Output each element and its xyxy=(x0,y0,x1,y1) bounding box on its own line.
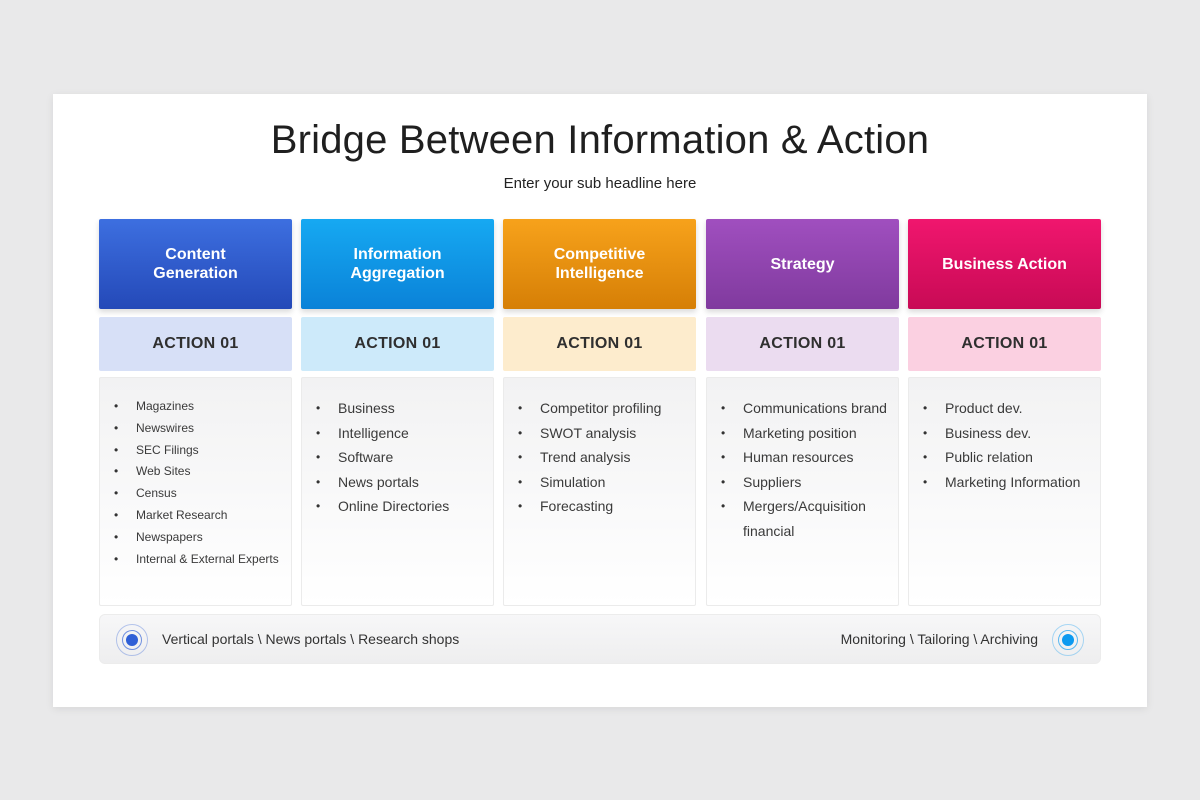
list-item: Intelligence xyxy=(316,421,485,446)
column-content-generation: Content Generation ACTION 01 MagazinesNe… xyxy=(99,219,292,606)
footer-bar: Vertical portals \ News portals \ Resear… xyxy=(99,614,1101,664)
list-item: Newspapers xyxy=(114,527,283,549)
list-item: Market Research xyxy=(114,505,283,527)
list-item: Public relation xyxy=(923,445,1092,470)
list-item: Competitor profiling xyxy=(518,396,687,421)
column-body: Competitor profilingSWOT analysisTrend a… xyxy=(503,377,696,606)
slide-subtitle: Enter your sub headline here xyxy=(503,175,697,192)
column-body: MagazinesNewswiresSEC FilingsWeb SitesCe… xyxy=(99,377,292,606)
list-item: Human resources xyxy=(721,445,890,470)
column-heading: Strategy xyxy=(706,219,899,309)
item-list: Product dev.Business dev.Public relation… xyxy=(923,396,1092,494)
list-item: Marketing position xyxy=(721,421,890,446)
list-item: News portals xyxy=(316,470,485,495)
action-label: ACTION 01 xyxy=(908,317,1101,371)
item-list: Competitor profilingSWOT analysisTrend a… xyxy=(518,396,687,519)
action-label: ACTION 01 xyxy=(706,317,899,371)
footer-right-text: Monitoring \ Tailoring \ Archiving xyxy=(840,631,1038,647)
action-label: ACTION 01 xyxy=(301,317,494,371)
column-business-action: Business Action ACTION 01 Product dev.Bu… xyxy=(908,219,1101,606)
list-item: Census xyxy=(114,483,283,505)
list-item: Forecasting xyxy=(518,494,687,519)
list-item: Mergers/Acquisition financial xyxy=(721,494,890,543)
list-item: SWOT analysis xyxy=(518,421,687,446)
footer-left-text: Vertical portals \ News portals \ Resear… xyxy=(162,631,460,647)
item-list: Communications brandMarketing positionHu… xyxy=(721,396,890,544)
column-information-aggregation: Information Aggregation ACTION 01 Busine… xyxy=(301,219,494,606)
column-body: Product dev.Business dev.Public relation… xyxy=(908,377,1101,606)
column-strategy: Strategy ACTION 01 Communications brandM… xyxy=(706,219,899,606)
column-heading: Competitive Intelligence xyxy=(503,219,696,309)
list-item: Communications brand xyxy=(721,396,890,421)
list-item: Trend analysis xyxy=(518,445,687,470)
target-inner-ring xyxy=(1058,630,1078,650)
target-center-dot xyxy=(126,634,138,646)
list-item: SEC Filings xyxy=(114,440,283,462)
action-label: ACTION 01 xyxy=(503,317,696,371)
column-heading: Information Aggregation xyxy=(301,219,494,309)
list-item: Marketing Information xyxy=(923,470,1092,495)
column-heading: Business Action xyxy=(908,219,1101,309)
item-list: BusinessIntelligenceSoftwareNews portals… xyxy=(316,396,485,519)
column-heading: Content Generation xyxy=(99,219,292,309)
list-item: Online Directories xyxy=(316,494,485,519)
slide-title: Bridge Between Information & Action xyxy=(270,118,930,162)
list-item: Simulation xyxy=(518,470,687,495)
list-item: Magazines xyxy=(114,396,283,418)
action-label: ACTION 01 xyxy=(99,317,292,371)
column-competitive-intelligence: Competitive Intelligence ACTION 01 Compe… xyxy=(503,219,696,606)
slide: Bridge Between Information & Action Ente… xyxy=(53,94,1147,707)
list-item: Web Sites xyxy=(114,461,283,483)
list-item: Suppliers xyxy=(721,470,890,495)
list-item: Newswires xyxy=(114,418,283,440)
column-body: Communications brandMarketing positionHu… xyxy=(706,377,899,606)
columns-container: Content Generation ACTION 01 MagazinesNe… xyxy=(99,219,1101,606)
list-item: Software xyxy=(316,445,485,470)
list-item: Internal & External Experts xyxy=(114,549,283,571)
list-item: Product dev. xyxy=(923,396,1092,421)
column-body: BusinessIntelligenceSoftwareNews portals… xyxy=(301,377,494,606)
list-item: Business xyxy=(316,396,485,421)
target-dot-icon xyxy=(1052,624,1084,656)
item-list: MagazinesNewswiresSEC FilingsWeb SitesCe… xyxy=(114,396,283,570)
target-center-dot xyxy=(1062,634,1074,646)
target-dot-icon xyxy=(116,624,148,656)
target-inner-ring xyxy=(122,630,142,650)
list-item: Business dev. xyxy=(923,421,1092,446)
